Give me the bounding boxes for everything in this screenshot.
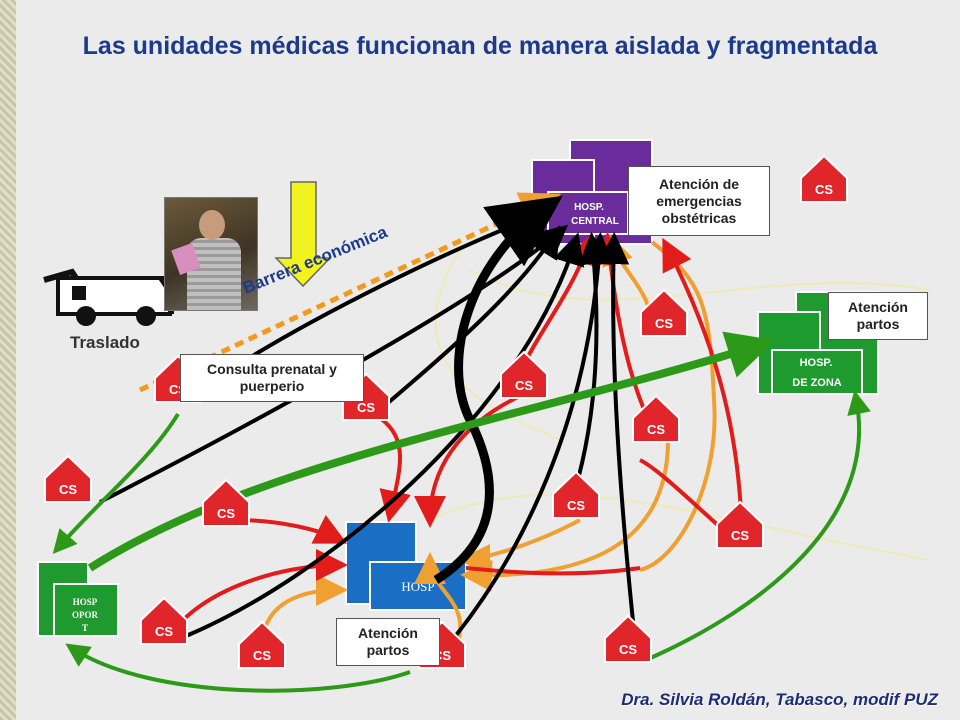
cs-marker: CS: [716, 500, 764, 549]
hosp-oport-building: [37, 561, 119, 637]
credit-text: Dra. Silvia Roldán, Tabasco, modif PUZ: [621, 690, 938, 709]
cs-marker: CS: [238, 620, 286, 669]
hosp-central-label-1: HOSP.: [574, 202, 604, 213]
hosp-central-label-2: CENTRAL: [571, 216, 619, 227]
hosp-oport-label-3: T: [82, 623, 88, 633]
cs-label: CS: [655, 316, 673, 331]
cs-label: CS: [815, 182, 833, 197]
slide-border: [0, 0, 16, 720]
cs-marker: CS: [44, 454, 92, 503]
slide-title: Las unidades médicas funcionan de manera…: [82, 32, 878, 60]
cs-label: CS: [567, 498, 585, 513]
hosp-oport-label-1: HOSP: [73, 597, 98, 607]
thick-black-arrow: [433, 195, 563, 584]
cs-marker: CS: [800, 154, 848, 203]
cs-marker: CS: [552, 470, 600, 519]
cs-label: CS: [253, 648, 271, 663]
orange-arrows: [260, 232, 717, 649]
hosp-zona-label-2: DE ZONA: [792, 377, 842, 389]
hosp-label: HOSP: [401, 579, 434, 594]
consulta-box: Consulta prenatal y puerperio: [180, 354, 364, 402]
green-arrows: [52, 390, 871, 693]
cs-marker: CS: [140, 596, 188, 645]
traslado-label: Traslado: [70, 333, 140, 352]
hosp-zona-label-1: HOSP.: [800, 357, 833, 369]
cs-marker: CS: [202, 478, 250, 527]
cs-marker: CS: [640, 288, 688, 337]
cs-marker: CS: [604, 614, 652, 663]
cs-label: CS: [647, 422, 665, 437]
cs-label: CS: [217, 506, 235, 521]
cs-label: CS: [731, 528, 749, 543]
thick-green-arrow: [87, 331, 776, 572]
cs-label: CS: [357, 400, 375, 415]
cs-label: CS: [59, 482, 77, 497]
hosp-oport-label-2: OPOR: [72, 610, 98, 620]
cs-label: CS: [515, 378, 533, 393]
ambulance-icon: [43, 268, 174, 326]
emergencias-box: Atención de emergencias obstétricas: [628, 166, 770, 236]
cs-marker: CS: [500, 350, 548, 399]
cs-label: CS: [155, 624, 173, 639]
partos-hosp-box: Atención partos: [336, 618, 440, 666]
cs-label: CS: [619, 642, 637, 657]
partos-zona-box: Atención partos: [828, 292, 928, 340]
cs-marker: CS: [632, 394, 680, 443]
down-arrow-icon: [274, 181, 332, 288]
patient-photo: [164, 197, 258, 311]
